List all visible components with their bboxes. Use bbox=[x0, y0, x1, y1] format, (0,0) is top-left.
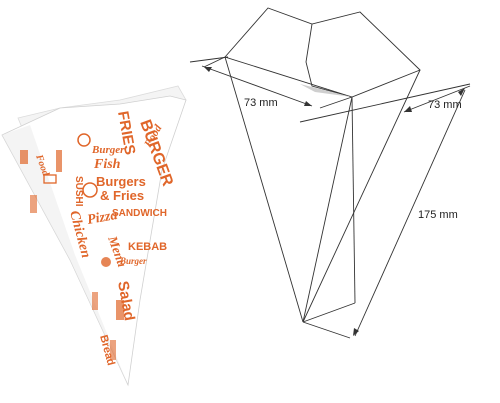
print-doodle bbox=[92, 292, 98, 310]
arrowhead bbox=[353, 328, 359, 336]
print-doodle bbox=[110, 340, 116, 360]
print-word: SUSHI bbox=[73, 176, 84, 207]
dimension-label-right-edge: 73 mm bbox=[428, 99, 462, 111]
print-doodle bbox=[101, 257, 111, 267]
dimension-line bbox=[354, 89, 466, 337]
cone-fold-line bbox=[351, 96, 356, 304]
dimension-line bbox=[403, 85, 471, 113]
arrowhead bbox=[204, 67, 212, 72]
cone-top-opening bbox=[224, 7, 421, 98]
arrowhead bbox=[304, 101, 312, 106]
print-word: Burger bbox=[119, 256, 147, 266]
cone-shadow bbox=[2, 125, 128, 385]
dimension-line bbox=[189, 56, 229, 63]
print-doodle bbox=[43, 174, 57, 184]
dimension-line bbox=[299, 83, 471, 123]
printed-cone-photo: BURGER Food FRIES Fish Burger Burgers & … bbox=[1, 85, 187, 387]
dimension-label-length: 175 mm bbox=[418, 209, 458, 221]
arrowhead bbox=[458, 88, 465, 96]
dimension-arrows bbox=[204, 67, 465, 336]
dimension-line bbox=[319, 96, 353, 109]
cone-top-crease bbox=[305, 23, 353, 98]
print-word: KEBAB bbox=[128, 241, 167, 253]
print-doodle bbox=[20, 150, 28, 164]
print-doodle bbox=[56, 150, 62, 172]
dimension-label-left-edge: 73 mm bbox=[244, 97, 278, 109]
cone-side-line bbox=[302, 96, 353, 323]
print-doodle bbox=[30, 195, 37, 213]
print-doodle bbox=[77, 133, 91, 147]
arrowhead bbox=[404, 106, 412, 112]
print-word: Fish bbox=[93, 157, 121, 172]
print-word: Burgers bbox=[96, 174, 146, 189]
print-doodle bbox=[82, 182, 98, 198]
dimension-line bbox=[201, 65, 313, 107]
cone-line-drawing bbox=[189, 7, 471, 339]
print-word: & Fries bbox=[100, 188, 144, 203]
print-word: SANDWICH bbox=[112, 208, 167, 219]
print-word: Pizza bbox=[86, 208, 118, 228]
cone-fold-line bbox=[302, 302, 356, 323]
cone-inner-shade bbox=[300, 84, 352, 97]
print-doodle bbox=[116, 300, 124, 320]
print-word: Burger bbox=[91, 144, 125, 156]
dimension-line bbox=[203, 56, 226, 68]
cone-side-line bbox=[224, 56, 304, 323]
cone-side-line bbox=[302, 69, 421, 323]
dimension-line bbox=[302, 321, 351, 339]
